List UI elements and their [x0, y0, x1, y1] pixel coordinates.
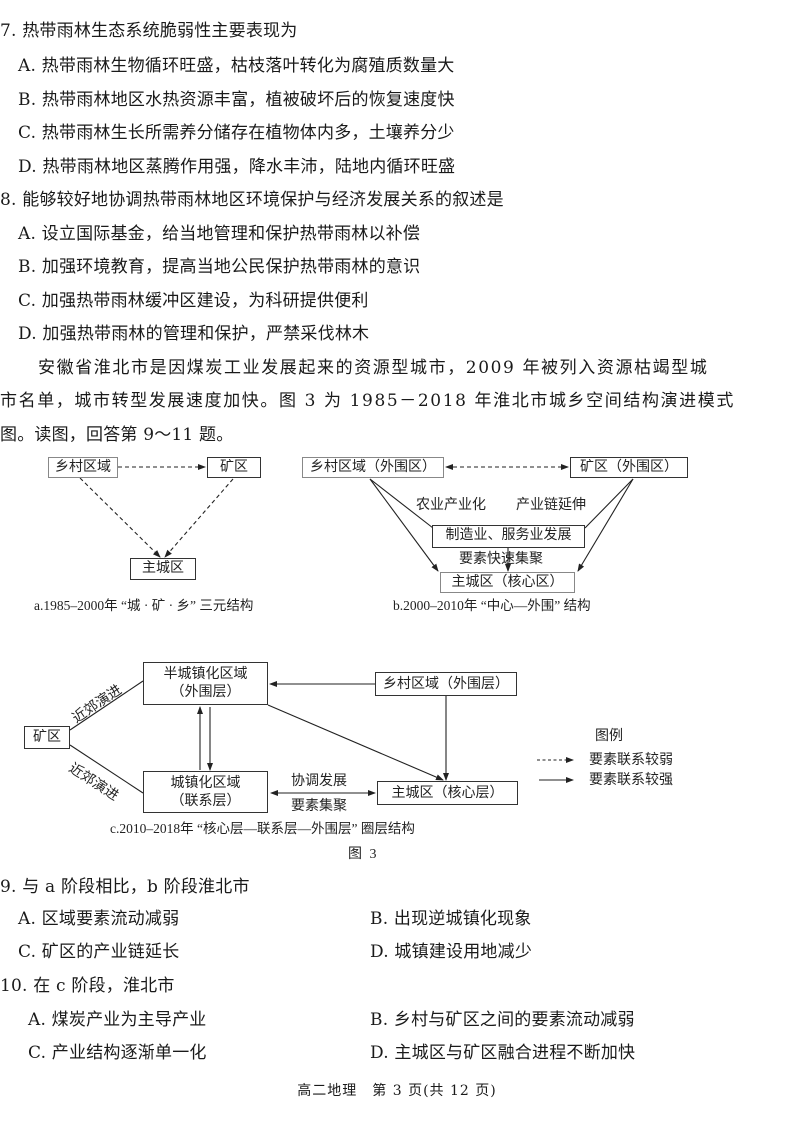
intro-line-3: 图。读图，回答第 9～11 题。 — [0, 425, 234, 445]
c-coord-bottom-label: 要素集聚 — [291, 798, 347, 814]
question-7-option-d: D. 热带雨林地区蒸腾作用强，降水丰沛，陆地内循环旺盛 — [18, 157, 456, 177]
figure-title: 图 3 — [348, 847, 379, 862]
b-mine-box: 矿区（外围区） — [570, 457, 688, 478]
question-7-option-a: A. 热带雨林生物循环旺盛，枯枝落叶转化为腐殖质数量大 — [18, 56, 455, 76]
question-8-stem: 8. 能够较好地协调热带雨林地区环境保护与经济发展关系的叙述是 — [0, 190, 504, 210]
b-label-agri: 农业产业化 — [416, 497, 486, 513]
intro-line-1: 安徽省淮北市是因煤炭工业发展起来的资源型城市，2009 年被列入资源枯竭型城 — [38, 358, 709, 378]
c-mine-box: 矿区 — [24, 726, 70, 749]
legend-weak-label: 要素联系较弱 — [589, 752, 673, 768]
b-label-chain: 产业链延伸 — [516, 497, 586, 513]
legend-strong-label: 要素联系较强 — [589, 772, 673, 788]
question-8-option-b: B. 加强环境教育，提高当地公民保护热带雨林的意识 — [18, 257, 421, 277]
question-10-stem: 10. 在 c 阶段，淮北市 — [0, 976, 175, 996]
c-caption: c.2010–2018年 “核心层—联系层—外围层” 圈层结构 — [110, 821, 415, 836]
question-8-option-c: C. 加强热带雨林缓冲区建设，为科研提供便利 — [18, 291, 369, 311]
question-8-option-d: D. 加强热带雨林的管理和保护，严禁采伐林木 — [18, 324, 370, 344]
question-10-option-d: D. 主城区与矿区融合进程不断加快 — [370, 1043, 636, 1063]
question-10-option-c: C. 产业结构逐渐单一化 — [28, 1043, 207, 1063]
question-9-option-c: C. 矿区的产业链延长 — [18, 942, 180, 962]
a-caption: a.1985–2000年 “城 · 矿 · 乡” 三元结构 — [34, 598, 254, 613]
c-city-box: 主城区（核心层） — [377, 781, 518, 805]
b-city-box: 主城区（核心区） — [440, 572, 575, 593]
page-footer: 高二地理 第 3 页(共 12 页) — [297, 1083, 497, 1099]
question-9-stem: 9. 与 a 阶段相比，b 阶段淮北市 — [0, 877, 250, 897]
c-rural-box: 乡村区域（外围层） — [375, 672, 517, 696]
b-label-gather: 要素快速集聚 — [459, 551, 543, 567]
b-rural-box: 乡村区域（外围区） — [302, 457, 444, 478]
c-urban-box: 城镇化区域 （联系层） — [143, 771, 268, 813]
question-10-option-b: B. 乡村与矿区之间的要素流动减弱 — [370, 1010, 635, 1030]
question-10-option-a: A. 煤炭产业为主导产业 — [28, 1010, 207, 1030]
b-caption: b.2000–2010年 “中心—外围” 结构 — [393, 598, 591, 613]
question-8-option-a: A. 设立国际基金，给当地管理和保护热带雨林以补偿 — [18, 224, 421, 244]
c-semi-urban-box: 半城镇化区域 （外围层） — [143, 662, 268, 705]
question-7-option-b: B. 热带雨林地区水热资源丰富，植被破坏后的恢复速度快 — [18, 90, 455, 110]
question-9-option-d: D. 城镇建设用地减少 — [370, 942, 533, 962]
c-semi-urban-line2: （外围层） — [170, 684, 241, 700]
c-semi-urban-line1: 半城镇化区域 — [163, 666, 248, 682]
question-7-stem: 7. 热带雨林生态系统脆弱性主要表现为 — [0, 21, 298, 41]
question-9-option-b: B. 出现逆城镇化现象 — [370, 909, 532, 929]
intro-line-2: 市名单，城市转型发展速度加快。图 3 为 1985－2018 年淮北市城乡空间结… — [0, 391, 735, 411]
b-industry-box: 制造业、服务业发展 — [432, 525, 585, 548]
a-rural-box: 乡村区域 — [48, 457, 118, 478]
question-7-option-c: C. 热带雨林生长所需养分储存在植物体内多，土壤养分少 — [18, 123, 455, 143]
a-mine-box: 矿区 — [207, 457, 261, 478]
c-urban-line2: （联系层） — [170, 793, 241, 809]
legend-title: 图例 — [595, 728, 623, 744]
a-city-box: 主城区 — [130, 558, 196, 580]
question-9-option-a: A. 区域要素流动减弱 — [18, 909, 180, 929]
c-coord-top-label: 协调发展 — [291, 773, 347, 789]
c-urban-line1: 城镇化区域 — [170, 775, 241, 791]
